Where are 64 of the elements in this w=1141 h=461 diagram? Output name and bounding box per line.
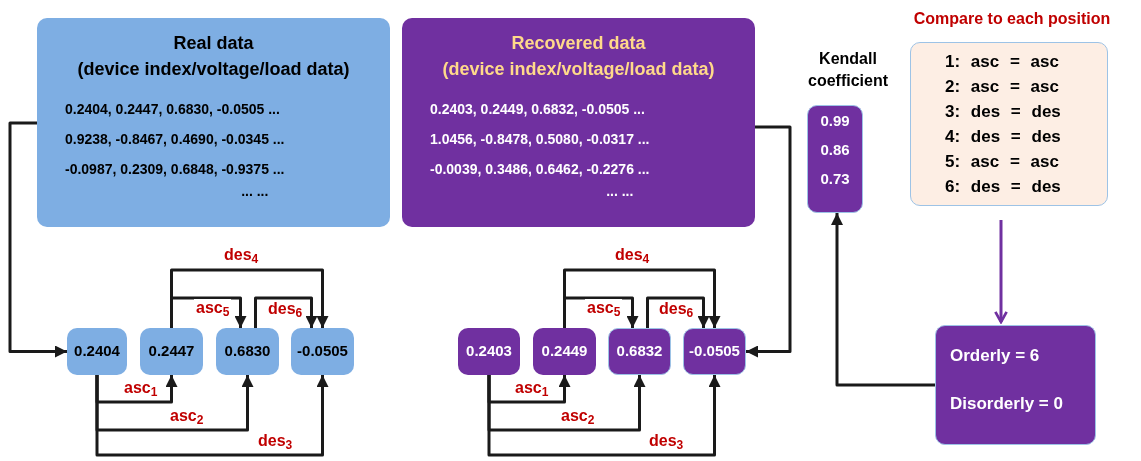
value-box (608, 328, 671, 375)
value-box (458, 328, 520, 375)
content-box (402, 18, 755, 227)
coefficient-value: 0.86 (820, 140, 850, 160)
arrow (487, 375, 721, 457)
value-box (67, 328, 127, 375)
data-row-text: 1.0456, -0.8478, 0.5080, -0.0317 ... (430, 130, 650, 149)
data-row-text: ... ... (240, 182, 269, 201)
data-row-text: -0.0039, 0.3486, 0.6462, -0.2276 ... (430, 160, 650, 179)
box-heading: Compare to each position (912, 9, 1112, 29)
value-text: 0.2449 (541, 341, 588, 362)
content-box (37, 18, 390, 227)
arrow (646, 296, 710, 328)
edge-label: des$_{6}$ (266, 300, 305, 318)
edge-label: des$_{6}$ (657, 300, 696, 318)
comparison-line: 5: asc = asc (945, 151, 1059, 173)
value-text: 0.6832 (616, 341, 663, 362)
count-text: Disorderly = 0 (950, 393, 1063, 415)
edge-label: des$_{3}$ (647, 432, 686, 450)
data-row-text: 0.2404, 0.2447, 0.6830, -0.0505 ... (65, 100, 280, 119)
panel-heading: Recovered data (511, 32, 646, 55)
arrow (563, 268, 721, 328)
value-box (533, 328, 596, 375)
edge-label: asc$_{5}$ (585, 299, 623, 317)
data-row-text: ... ... (605, 182, 634, 201)
value-box (291, 328, 354, 375)
value-text: 0.6830 (224, 341, 271, 362)
panel-heading: Real data (173, 32, 254, 55)
arrow (831, 213, 935, 387)
arrow (254, 296, 318, 328)
value-text: 0.2404 (74, 341, 120, 362)
comparison-line: 2: asc = asc (945, 76, 1059, 98)
edge-label: asc$_{5}$ (194, 299, 232, 317)
count-text: Orderly = 6 (950, 345, 1040, 367)
arrow (994, 220, 1008, 324)
comparison-line: 6: des = des (945, 176, 1061, 198)
comparison-line: 1: asc = asc (945, 51, 1059, 73)
data-row-text: -0.0987, 0.2309, 0.6848, -0.9375 ... (65, 160, 285, 179)
value-box (216, 328, 279, 375)
data-row-text: 0.9238, -0.8467, 0.4690, -0.0345 ... (65, 130, 285, 149)
arrow (8, 121, 67, 358)
value-box (140, 328, 203, 375)
value-text: 0.2403 (466, 341, 512, 362)
arrow (95, 375, 329, 457)
coefficient-value: 0.99 (820, 111, 850, 131)
value-text: -0.0505 (689, 341, 740, 362)
panel-heading: (device index/voltage/load data) (77, 58, 350, 81)
edge-label: des$_{4}$ (613, 246, 652, 264)
edge-label: des$_{3}$ (256, 432, 295, 450)
coefficient-value: 0.73 (820, 169, 850, 189)
panel-heading: (device index/voltage/load data) (442, 58, 715, 81)
comparison-line: 4: des = des (945, 126, 1061, 148)
box-heading: Kendall coefficient (807, 49, 889, 91)
arrow (563, 296, 639, 328)
comparison-line: 3: des = des (945, 101, 1061, 123)
value-text: 0.2447 (148, 341, 195, 362)
value-text: -0.0505 (297, 341, 348, 362)
arrow (746, 125, 792, 358)
data-row-text: 0.2403, 0.2449, 0.6832, -0.0505 ... (430, 100, 645, 119)
arrow (170, 268, 329, 328)
content-box (935, 325, 1096, 445)
value-box (683, 328, 746, 375)
edge-label: des$_{4}$ (222, 246, 261, 264)
arrow (170, 296, 247, 328)
